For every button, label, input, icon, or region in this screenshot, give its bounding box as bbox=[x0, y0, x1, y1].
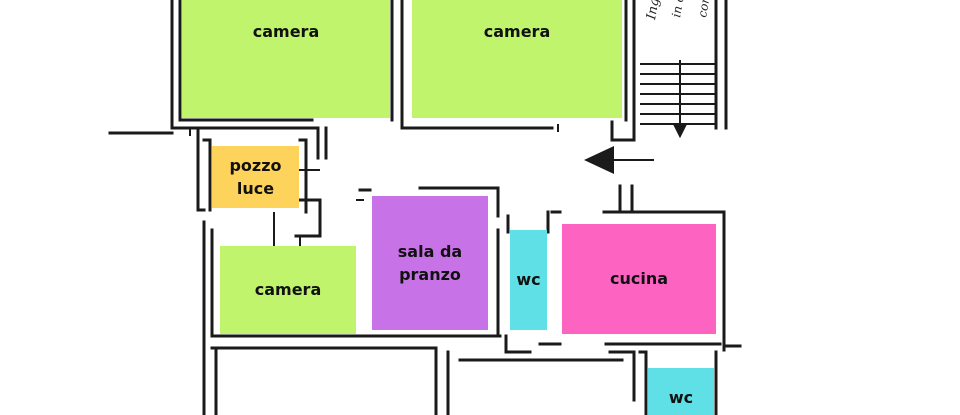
room-cucina: cucina bbox=[562, 224, 716, 334]
handwritten-note: Ingre in co con s bbox=[644, 0, 714, 22]
wall-mid-left bbox=[316, 126, 328, 160]
wall-left-corridor bbox=[108, 126, 206, 212]
room-label: pozzo luce bbox=[229, 155, 282, 198]
room-label: wc bbox=[516, 270, 541, 290]
room-label: sala da pranzo bbox=[397, 241, 463, 284]
wall-left-outer bbox=[202, 220, 214, 415]
room-label: cucina bbox=[609, 269, 669, 289]
room-wc-bottom: wc bbox=[648, 368, 714, 415]
room-pozzo-luce: pozzo luce bbox=[212, 146, 299, 208]
wall-bottom-lower bbox=[210, 346, 438, 415]
wall-wc-block bbox=[506, 210, 562, 234]
door-ticks bbox=[189, 124, 559, 246]
svg-text:Ingre: Ingre bbox=[644, 0, 665, 22]
room-camera-top-right: camera bbox=[412, 0, 622, 118]
wall-top-left-room-inner bbox=[178, 0, 314, 122]
wall-bottom-row bbox=[210, 334, 722, 354]
wall-pozzo bbox=[202, 138, 308, 214]
svg-text:con s: con s bbox=[695, 0, 714, 19]
wall-stairs bbox=[714, 0, 728, 130]
wall-top-right-room bbox=[400, 0, 636, 142]
stairs-icon bbox=[640, 60, 716, 139]
room-label: wc bbox=[668, 388, 694, 407]
walls bbox=[108, 0, 742, 415]
room-label: camera bbox=[483, 22, 551, 41]
wall-between-top-rooms bbox=[390, 0, 404, 130]
wall-top-left-room bbox=[170, 0, 320, 130]
room-camera-top-left: camera bbox=[182, 0, 390, 118]
wall-cucina-block bbox=[602, 184, 726, 352]
wall-bottom-right bbox=[608, 344, 742, 415]
wall-pozzo-lower bbox=[294, 198, 322, 238]
wall-door-arc bbox=[446, 350, 624, 415]
room-wc-small: wc bbox=[510, 230, 547, 330]
room-label: camera bbox=[254, 280, 322, 300]
room-label: camera bbox=[252, 22, 320, 41]
entrance-arrow-icon bbox=[584, 146, 654, 174]
room-camera-bottom: camera bbox=[220, 246, 356, 334]
room-sala-da-pranzo: sala da pranzo bbox=[372, 196, 488, 330]
wall-sala-block bbox=[358, 186, 500, 338]
svg-text:in co: in co bbox=[669, 0, 688, 19]
